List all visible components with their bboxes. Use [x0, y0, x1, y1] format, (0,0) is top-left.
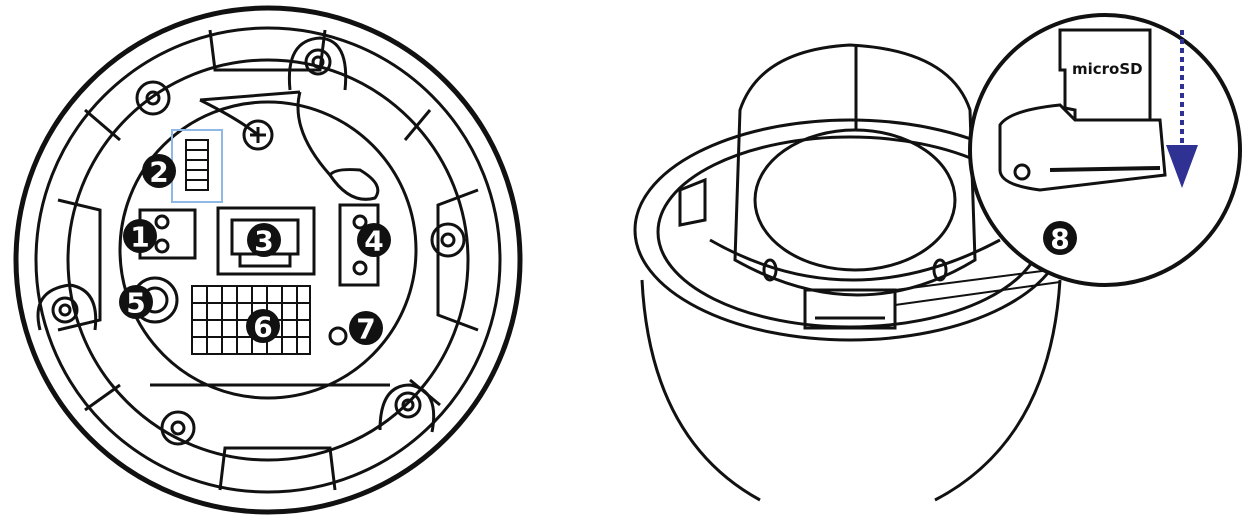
microsd-label: microSD — [1072, 60, 1143, 78]
mounting-ear — [378, 383, 436, 433]
ground-wire — [199, 90, 380, 201]
sd-slot — [803, 288, 897, 330]
housing-ring — [66, 58, 470, 462]
callout-8: 8 — [1043, 221, 1077, 256]
camera-module — [733, 43, 977, 297]
callout-2: 2 — [142, 154, 176, 189]
callout-5-label: 5 — [126, 287, 145, 320]
callout-6: 6 — [246, 309, 280, 344]
screw-boss — [160, 410, 196, 446]
callout-6-label: 6 — [253, 311, 272, 344]
callout-1: 1 — [123, 219, 157, 254]
callout-4-label: 4 — [364, 225, 383, 258]
callout-1-label: 1 — [130, 221, 149, 254]
callout-3: 3 — [247, 223, 281, 258]
inset-screw — [1013, 163, 1031, 181]
inset-slot-opening — [1049, 166, 1161, 172]
inner-ring — [34, 26, 502, 494]
microsd-card — [1058, 28, 1152, 132]
mounting-ear — [36, 283, 98, 331]
callout-3-label: 3 — [254, 225, 273, 258]
dome-housing — [640, 279, 1062, 502]
camera-collar — [709, 238, 1001, 282]
callout-7-label: 7 — [356, 313, 375, 346]
outer-ring — [13, 5, 523, 515]
camera-lens-housing — [753, 128, 957, 272]
callout-4: 4 — [357, 223, 391, 258]
callout-2-label: 2 — [149, 156, 168, 189]
ring-notch — [436, 188, 479, 332]
collar-hole — [932, 258, 948, 282]
screw-boss — [430, 222, 466, 258]
ring-tab — [84, 383, 121, 412]
screw-boss — [135, 80, 171, 116]
ring-notch — [218, 446, 337, 491]
reset-button — [328, 326, 348, 346]
ring-tab — [403, 109, 432, 141]
dome-camera-view — [633, 13, 1242, 502]
callout-7: 7 — [349, 311, 383, 346]
callout-5: 5 — [119, 285, 153, 320]
left-bracket — [678, 177, 707, 227]
callout-8-label: 8 — [1050, 223, 1069, 256]
dip-switch — [185, 139, 209, 191]
ring-notch — [57, 198, 102, 332]
insert-arrow — [1166, 30, 1198, 188]
center-plate — [118, 100, 418, 400]
zoom-leader — [894, 269, 1061, 306]
mounting-ear — [287, 36, 348, 91]
ring-tab — [84, 108, 121, 142]
camera-base-view — [13, 5, 523, 515]
collar-hole — [762, 258, 778, 282]
